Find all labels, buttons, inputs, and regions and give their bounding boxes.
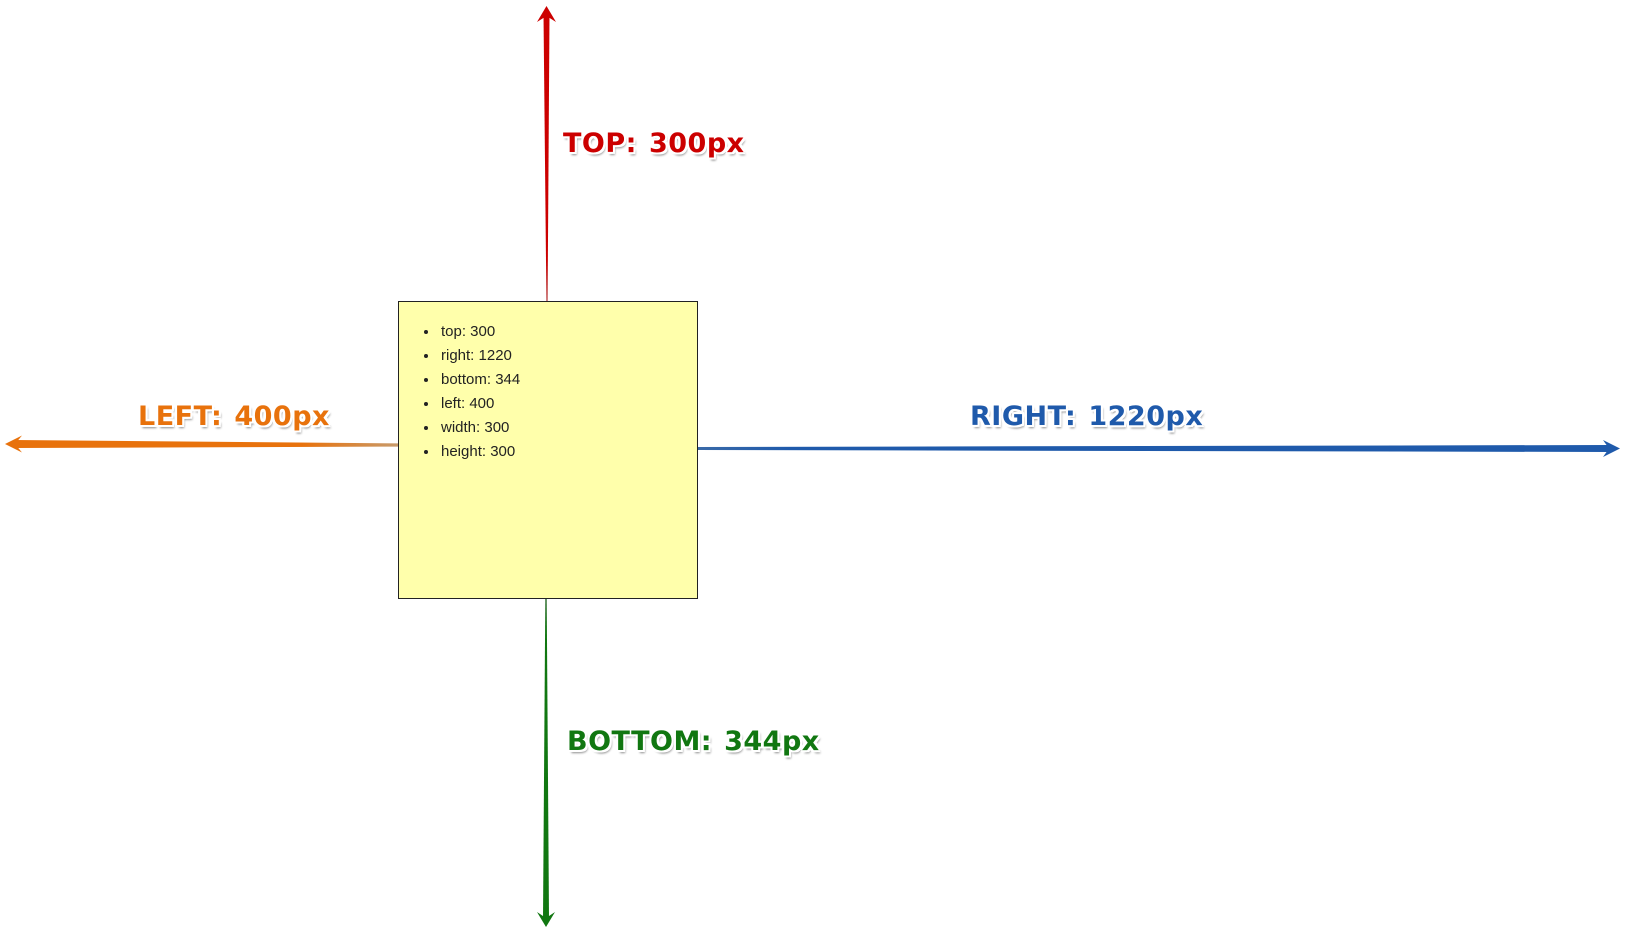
left-label-value: 400px	[234, 401, 330, 432]
top-label-name: TOP:	[563, 128, 637, 159]
top-label: TOP: 300px	[563, 130, 745, 157]
left-label: LEFT: 400px	[138, 403, 330, 430]
list-item: left: 400	[439, 392, 697, 416]
positioned-box: top: 300 right: 1220 bottom: 344 left: 4…	[398, 301, 698, 599]
bottom-label-name: BOTTOM:	[567, 726, 713, 757]
list-item: bottom: 344	[439, 368, 697, 392]
top-arrow	[537, 6, 556, 301]
right-arrow	[698, 440, 1620, 457]
left-label-name: LEFT:	[138, 401, 223, 432]
list-item: width: 300	[439, 416, 697, 440]
list-item: right: 1220	[439, 344, 697, 368]
right-label-name: RIGHT:	[970, 401, 1077, 432]
right-label: RIGHT: 1220px	[970, 403, 1203, 430]
right-label-value: 1220px	[1088, 401, 1204, 432]
list-item: height: 300	[439, 440, 697, 464]
bottom-label: BOTTOM: 344px	[567, 728, 820, 755]
list-item: top: 300	[439, 320, 697, 344]
bottom-label-value: 344px	[724, 726, 820, 757]
left-arrow	[5, 435, 398, 453]
top-label-value: 300px	[648, 128, 745, 159]
box-property-list: top: 300 right: 1220 bottom: 344 left: 4…	[399, 302, 697, 464]
bottom-arrow	[537, 599, 555, 927]
